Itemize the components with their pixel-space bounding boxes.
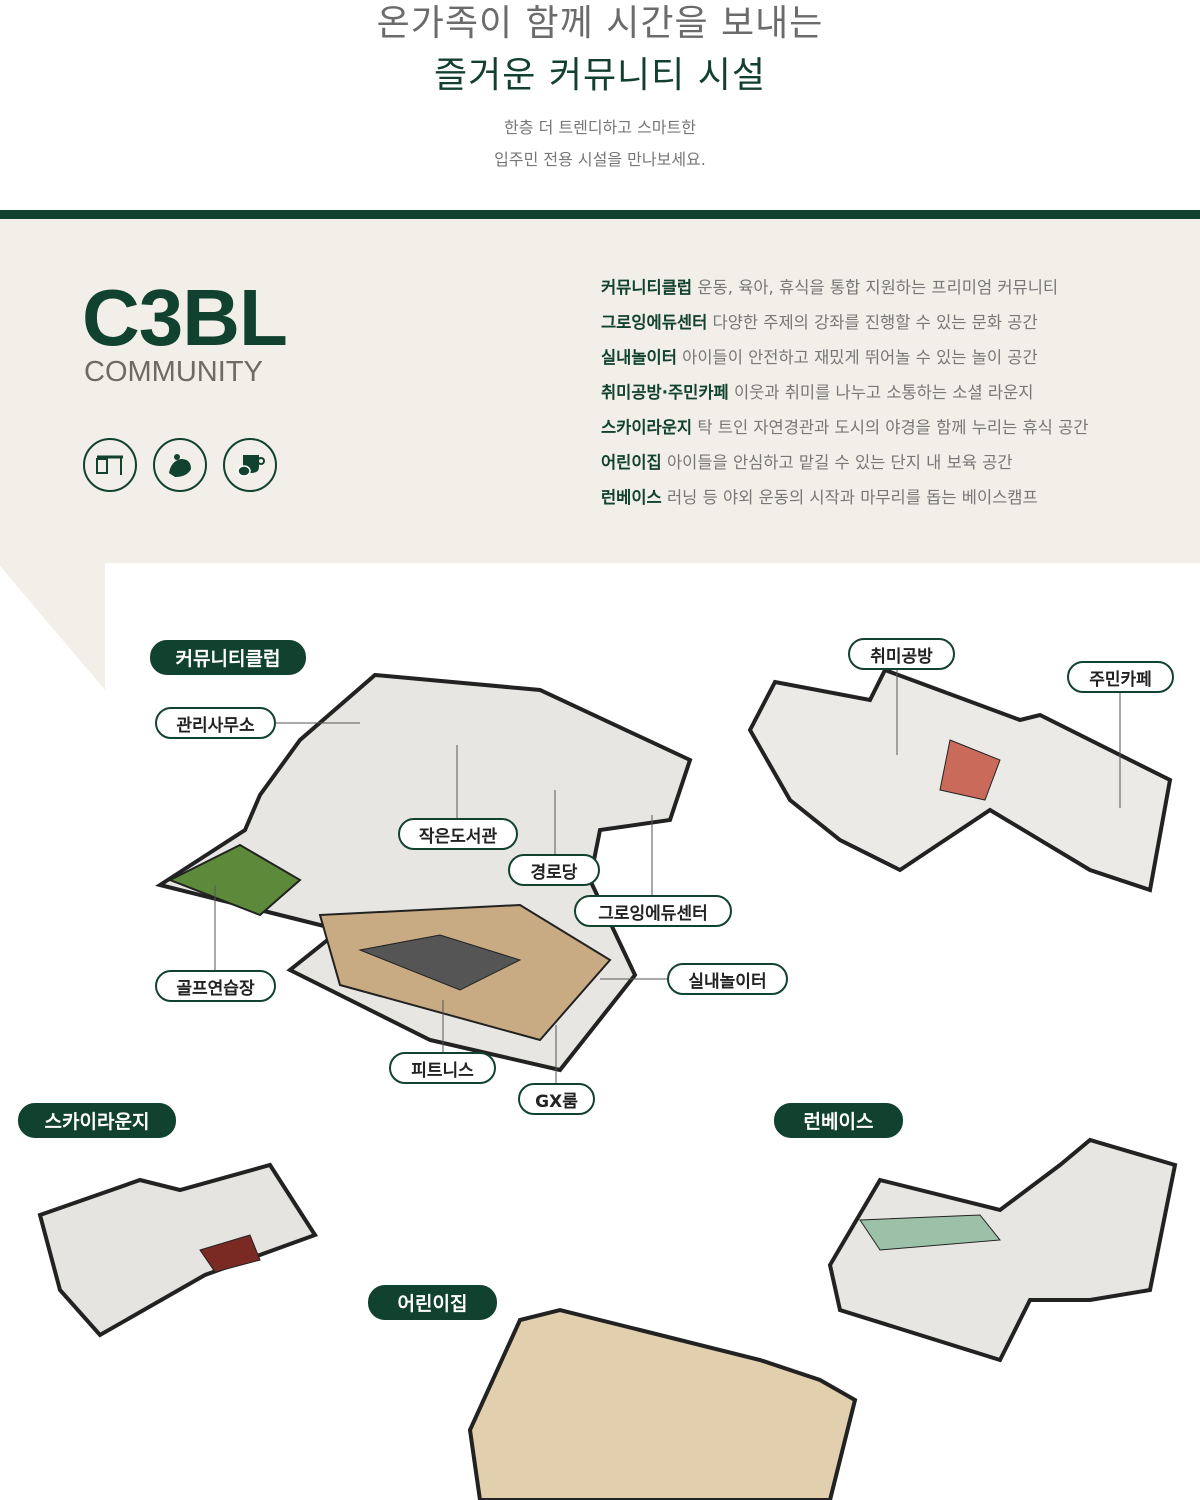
label-community-club[interactable]: 커뮤니티클럽	[150, 640, 306, 675]
facility-text: 이웃과 취미를 나누고 소통하는 소셜 라운지	[733, 383, 1034, 402]
subtitle-line2: 입주민 전용 시설을 만나보세요.	[494, 150, 706, 169]
facility-desc: 취미공방·주민카페 이웃과 취미를 나누고 소통하는 소셜 라운지	[601, 379, 1033, 403]
title-line2: 즐거운 커뮤니티 시설	[434, 55, 766, 96]
label-office[interactable]: 관리사무소	[155, 707, 276, 739]
label-sky-lounge[interactable]: 스카이라운지	[18, 1103, 176, 1138]
divider-bar	[0, 210, 1200, 219]
sky-lounge-plan	[37, 1162, 319, 1338]
daycare-plan	[467, 1307, 858, 1500]
brand-name: C3BL	[82, 273, 288, 362]
brand-tag: COMMUNITY	[84, 356, 263, 388]
facility-name: 런베이스	[601, 488, 662, 507]
subtitle-line1: 한층 더 트렌디하고 스마트한	[504, 118, 696, 137]
label-run-base[interactable]: 런베이스	[774, 1103, 903, 1138]
intro-panel	[0, 219, 1200, 563]
facility-desc: 런베이스 러닝 등 야외 운동의 시작과 마무리를 돕는 베이스캠프	[601, 484, 1038, 508]
leader-lines	[214, 670, 1121, 1083]
label-edu-center[interactable]: 그로잉에듀센터	[574, 895, 732, 927]
desk-icon	[83, 438, 137, 492]
facility-desc: 실내놀이터 아이들이 안전하고 재밌게 뛰어놀 수 있는 놀이 공간	[601, 344, 1038, 368]
facility-name: 커뮤니티클럽	[601, 278, 693, 297]
label-fitness[interactable]: 피트니스	[389, 1052, 496, 1084]
facility-name: 취미공방·주민카페	[601, 383, 729, 402]
facility-desc: 어린이집 아이들을 안심하고 맡길 수 있는 단지 내 보육 공간	[601, 449, 1013, 473]
label-gx-room[interactable]: GX룸	[518, 1083, 595, 1115]
facility-text: 아이들이 안전하고 재밌게 뛰어놀 수 있는 놀이 공간	[682, 348, 1038, 367]
fitness-icon	[153, 438, 207, 492]
facility-text: 아이들을 안심하고 맡길 수 있는 단지 내 보육 공간	[666, 453, 1013, 472]
label-daycare[interactable]: 어린이집	[368, 1285, 497, 1320]
label-library[interactable]: 작은도서관	[398, 818, 518, 850]
label-golf[interactable]: 골프연습장	[155, 970, 276, 1002]
facility-name: 어린이집	[601, 453, 662, 472]
facility-text: 러닝 등 야외 운동의 시작과 마무리를 돕는 베이스캠프	[666, 488, 1038, 507]
facility-desc: 스카이라운지 탁 트인 자연경관과 도시의 야경을 함께 누리는 휴식 공간	[601, 414, 1088, 438]
cafe-icon	[223, 438, 277, 492]
facility-text: 탁 트인 자연경관과 도시의 야경을 함께 누리는 휴식 공간	[697, 418, 1089, 437]
facility-name: 실내놀이터	[601, 348, 677, 367]
community-club-plan	[155, 672, 693, 1073]
label-cafe[interactable]: 주민카페	[1067, 661, 1174, 693]
label-hobby-room[interactable]: 취미공방	[848, 638, 955, 670]
label-senior-center[interactable]: 경로당	[508, 854, 600, 886]
facility-desc: 커뮤니티클럽 운동, 육아, 휴식을 통합 지원하는 프리미엄 커뮤니티	[601, 274, 1058, 298]
facility-text: 운동, 육아, 휴식을 통합 지원하는 프리미엄 커뮤니티	[697, 278, 1059, 297]
facility-desc: 그로잉에듀센터 다양한 주제의 강좌를 진행할 수 있는 문화 공간	[601, 309, 1038, 333]
title-line1: 온가족이 함께 시간을 보내는	[376, 3, 824, 44]
facility-text: 다양한 주제의 강좌를 진행할 수 있는 문화 공간	[712, 313, 1038, 332]
label-playground[interactable]: 실내놀이터	[667, 963, 788, 995]
facility-name: 그로잉에듀센터	[601, 313, 708, 332]
run-base-plan	[827, 1137, 1178, 1363]
facility-name: 스카이라운지	[601, 418, 693, 437]
hobby-cafe-plan	[747, 667, 1173, 893]
beige-corner	[0, 562, 105, 690]
